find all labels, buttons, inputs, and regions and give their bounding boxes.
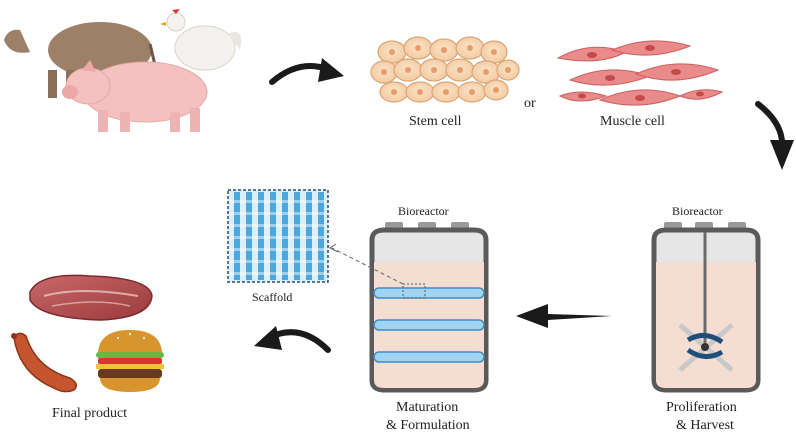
animals-illustration — [4, 9, 242, 132]
sausage-icon — [11, 332, 77, 393]
stirrer-icon — [678, 323, 734, 372]
stem-cell-cluster — [370, 36, 520, 103]
proliferation-label: Proliferation — [666, 400, 737, 415]
maturation-label: Maturation — [396, 400, 459, 415]
or-label: or — [524, 96, 536, 111]
muscle-cell-cluster — [556, 40, 724, 106]
left-arrow-icon — [516, 304, 612, 328]
scaffold-plates — [373, 287, 485, 363]
bioreactor-label-right: Bioreactor — [672, 204, 723, 218]
curved-arrow-icon — [254, 326, 331, 353]
bioreactor-maturation — [369, 222, 489, 393]
harvest-label: & Harvest — [676, 418, 734, 433]
curved-arrow-icon — [269, 58, 344, 85]
scaffold-illustration — [227, 189, 329, 283]
curved-arrow-icon — [755, 101, 794, 170]
pig-icon — [62, 60, 208, 132]
stem-cell-label: Stem cell — [409, 114, 462, 129]
muscle-cell-label: Muscle cell — [600, 114, 665, 129]
final-product-label: Final product — [52, 406, 128, 421]
burger-icon — [96, 330, 164, 392]
bioreactor-proliferation — [651, 222, 761, 393]
zoom-line — [331, 247, 404, 285]
steak-icon — [29, 274, 153, 321]
formulation-label: & Formulation — [386, 418, 470, 433]
chicken-icon — [160, 9, 242, 71]
bioreactor-label-left: Bioreactor — [398, 204, 449, 218]
scaffold-label: Scaffold — [252, 290, 293, 304]
